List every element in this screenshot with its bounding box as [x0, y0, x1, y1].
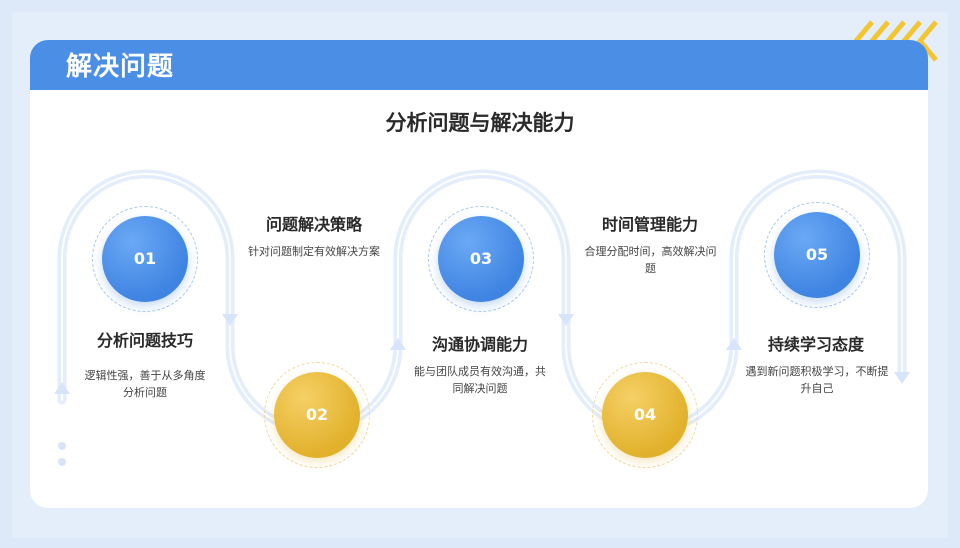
page-title: 解决问题 [66, 52, 175, 82]
step-2-badge: 02 [274, 372, 360, 458]
step-1-badge: 01 [102, 216, 188, 302]
step-2-ring [264, 362, 370, 468]
step-4-title: 时间管理能力 [601, 215, 698, 234]
step-5-desc: 遇到新问题积极学习，不断提升自己 [745, 365, 889, 395]
step-3-desc: 能与团队成员有效沟通，共同解决问题 [414, 365, 546, 395]
step-1-ring [92, 206, 198, 312]
step-1-desc: 逻辑性强，善于从多角度分析问题 [84, 369, 206, 399]
step-3-badge: 03 [438, 216, 524, 302]
section-title: 分析问题与解决能力 [385, 111, 575, 135]
step-2-title: 问题解决策略 [265, 215, 362, 234]
step-2-desc: 针对问题制定有效解决方案 [248, 245, 380, 258]
step-5-badge: 05 [774, 212, 860, 298]
step-3-title: 沟通协调能力 [431, 335, 528, 354]
step-5-ring [764, 202, 870, 308]
step-3-ring [428, 206, 534, 312]
step-4-ring [592, 362, 698, 468]
step-4-desc: 合理分配时间，高效解决问题 [584, 245, 717, 275]
step-4-badge: 04 [602, 372, 688, 458]
step-1-title: 分析问题技巧 [96, 331, 193, 350]
header-bar [30, 40, 928, 90]
step-5-title: 持续学习态度 [767, 335, 864, 354]
